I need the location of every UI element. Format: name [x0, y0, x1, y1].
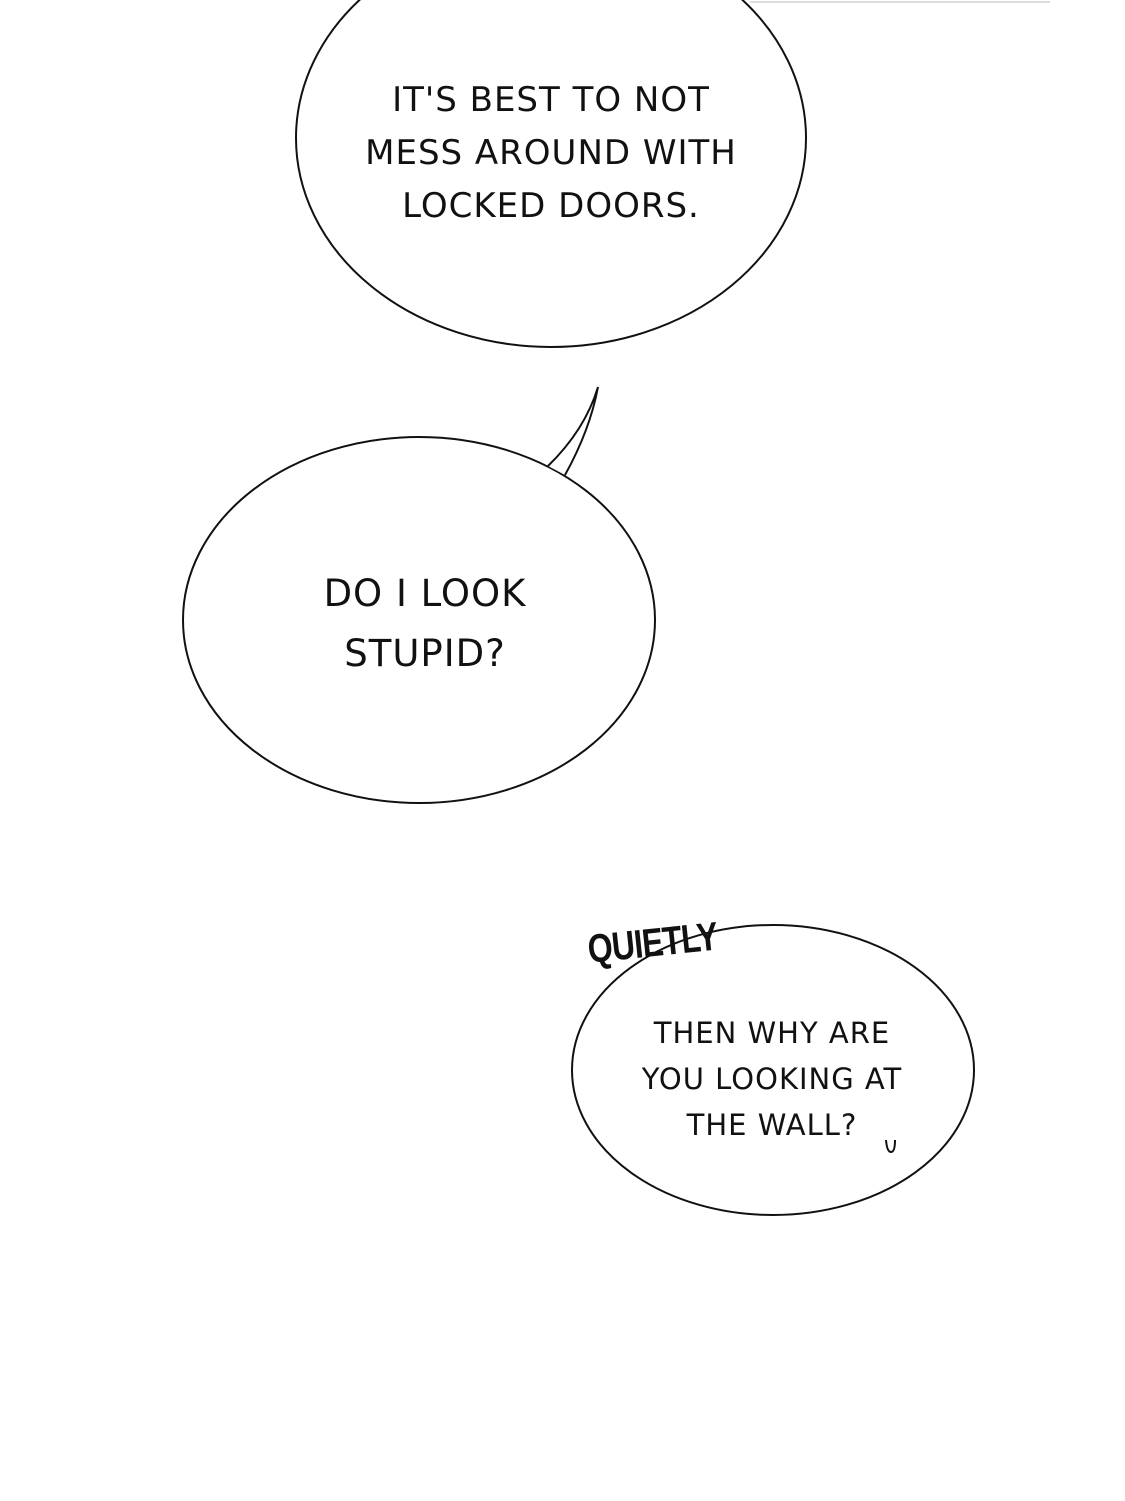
speech-bubble-3-outline [571, 924, 975, 1216]
speech-bubble-2-text: Do I look stupid? [225, 564, 625, 684]
bubble-2-line: stupid? [344, 632, 506, 675]
bubble-3-line: the wall? [686, 1108, 858, 1142]
speech-bubble-2-tail [547, 386, 599, 476]
bubble-3-line: Then why are [653, 1016, 891, 1050]
speech-bubble-1-outline [295, 0, 807, 348]
bubble-1-line: It's best to not [392, 80, 710, 120]
bubble-3-line: you looking at [641, 1062, 903, 1096]
bubble-1-line: mess around with [365, 133, 737, 173]
speech-bubble-2-outline [182, 436, 656, 804]
small-ink-mark [885, 1139, 896, 1154]
bubble-1-line: locked doors. [402, 186, 700, 226]
bubble-2-line: Do I look [323, 572, 527, 615]
speech-bubble-1-text: It's best to not mess around with locked… [351, 74, 751, 233]
speech-bubble-3-text: Then why are you looking at the wall? [572, 1010, 972, 1148]
